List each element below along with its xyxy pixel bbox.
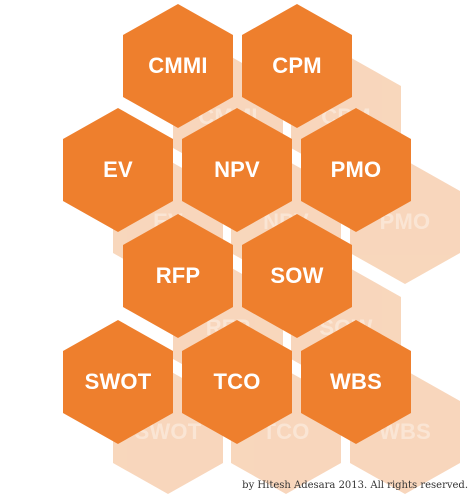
hexagon-swot-label: SWOT — [84, 369, 152, 394]
hexagon-cpm-label: CPM — [272, 53, 322, 78]
hexagon-tco-label: TCO — [213, 369, 261, 394]
hexagon-npv: NPV — [182, 108, 292, 232]
hexagon-ev-label: EV — [103, 157, 133, 182]
hexagon-wbs-label: WBS — [330, 369, 382, 394]
hexagon-rfp-label: RFP — [155, 263, 201, 288]
hexagon-pmo-label: PMO — [330, 157, 382, 182]
hexagon-cpm: CPM — [242, 4, 352, 128]
hexagon-pmo: PMO — [301, 108, 411, 232]
hexagon-cmmi-label: CMMI — [148, 53, 208, 78]
hexagon-sow-label: SOW — [270, 263, 324, 288]
hexagon-ev: EV — [63, 108, 173, 232]
copyright-credit: by Hitesh Adesara 2013. All rights reser… — [242, 480, 468, 491]
hexagon-npv-label: NPV — [214, 157, 260, 182]
